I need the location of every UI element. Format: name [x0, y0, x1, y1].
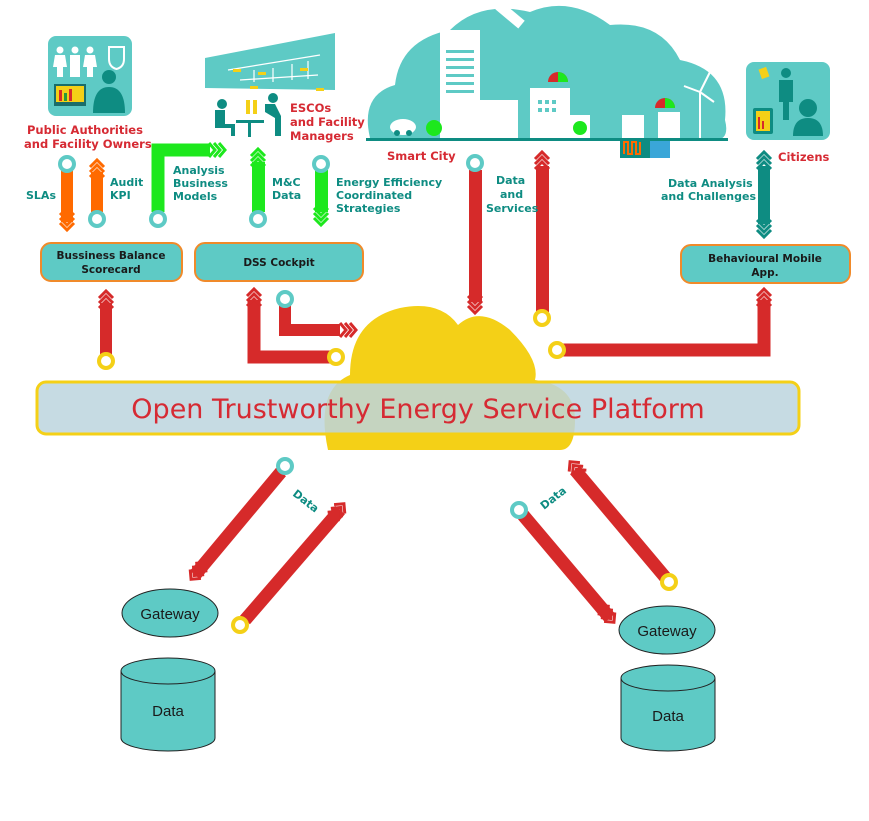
citizens-connector [755, 150, 773, 239]
data-services-label-2: and [500, 188, 523, 201]
right-data-label: Data [538, 484, 569, 512]
mc-data-connector [249, 147, 267, 228]
right-gateway-down-connector [510, 501, 621, 629]
data-services-label-1: Data [496, 174, 525, 187]
audit-kpi-connector [88, 158, 106, 228]
energy-efficiency-label-3: Strategies [336, 202, 401, 215]
public-authorities-label-1: Public Authorities [27, 123, 143, 137]
escos-label-3: Managers [290, 129, 354, 143]
escos-label-1: ESCOs [290, 101, 331, 115]
right-gateway[interactable]: Gateway [618, 605, 716, 655]
slas-connector [58, 155, 76, 232]
analysis-label: Analysis [173, 164, 225, 177]
smart-city-label: Smart City [387, 149, 456, 163]
left-gateway-down-connector [184, 457, 294, 586]
bbs-label-2: Scorecard [81, 264, 140, 276]
data-analysis-label-1: Data Analysis [668, 177, 753, 190]
business-label: Business [173, 177, 228, 190]
energy-efficiency-label-1: Energy Efficiency [336, 176, 442, 189]
dss-platform-connector-up [245, 287, 345, 366]
data-services-label-3: Services [486, 202, 539, 215]
energy-efficiency-label-2: Coordinated [336, 189, 412, 202]
smart-city-down-connector [466, 154, 484, 315]
right-data-store[interactable]: Data [620, 664, 716, 752]
behavioural-mobile-app-box[interactable]: Behavioural Mobile App. [680, 244, 851, 284]
slas-label: SLAs [26, 189, 56, 202]
escos-label-2: and Facility [290, 115, 365, 129]
left-gateway-up-connector [231, 497, 351, 634]
right-gateway-label: Gateway [637, 623, 697, 640]
bbs-platform-connector [97, 289, 115, 370]
citizens-icon [746, 62, 830, 140]
mc-data-label: Data [272, 189, 301, 202]
bbs-label-1: Bussiness Balance [57, 250, 166, 262]
smart-city-up-connector [533, 150, 551, 327]
citizens-label: Citizens [778, 150, 830, 164]
audit-label: Audit [110, 176, 143, 189]
models-label: Models [173, 190, 218, 203]
mobile-platform-connector [548, 287, 773, 359]
mc-label: M&C [272, 176, 301, 189]
left-data-label-text: Data [152, 703, 184, 720]
public-authorities-icon [48, 36, 132, 116]
energy-efficiency-connector [312, 155, 330, 227]
business-balance-scorecard-box[interactable]: Bussiness Balance Scorecard [40, 242, 183, 282]
smart-city-icon [366, 1, 728, 158]
left-gateway-label: Gateway [140, 606, 200, 623]
right-data-label-text: Data [652, 708, 684, 725]
right-gateway-up-connector [563, 455, 678, 591]
left-data-store[interactable]: Data [120, 657, 216, 752]
analysis-business-models-connector [149, 142, 227, 228]
left-data-label: Data [290, 487, 321, 515]
kpi-label: KPI [110, 189, 131, 202]
public-authorities-label-2: and Facility Owners [24, 137, 152, 151]
escos-control-room-icon [205, 33, 335, 137]
platform-label: Open Trustworthy Energy Service Platform [131, 394, 704, 425]
dss-platform-connector-down [276, 290, 358, 338]
left-gateway[interactable]: Gateway [121, 588, 219, 638]
dss-cockpit-box[interactable]: DSS Cockpit [194, 242, 364, 282]
mobile-label-2: App. [751, 267, 778, 279]
mobile-label-1: Behavioural Mobile [708, 253, 822, 265]
dss-label: DSS Cockpit [243, 257, 314, 269]
platform-bar[interactable]: Open Trustworthy Energy Service Platform [35, 380, 801, 436]
data-analysis-label-2: and Challenges [661, 190, 756, 203]
